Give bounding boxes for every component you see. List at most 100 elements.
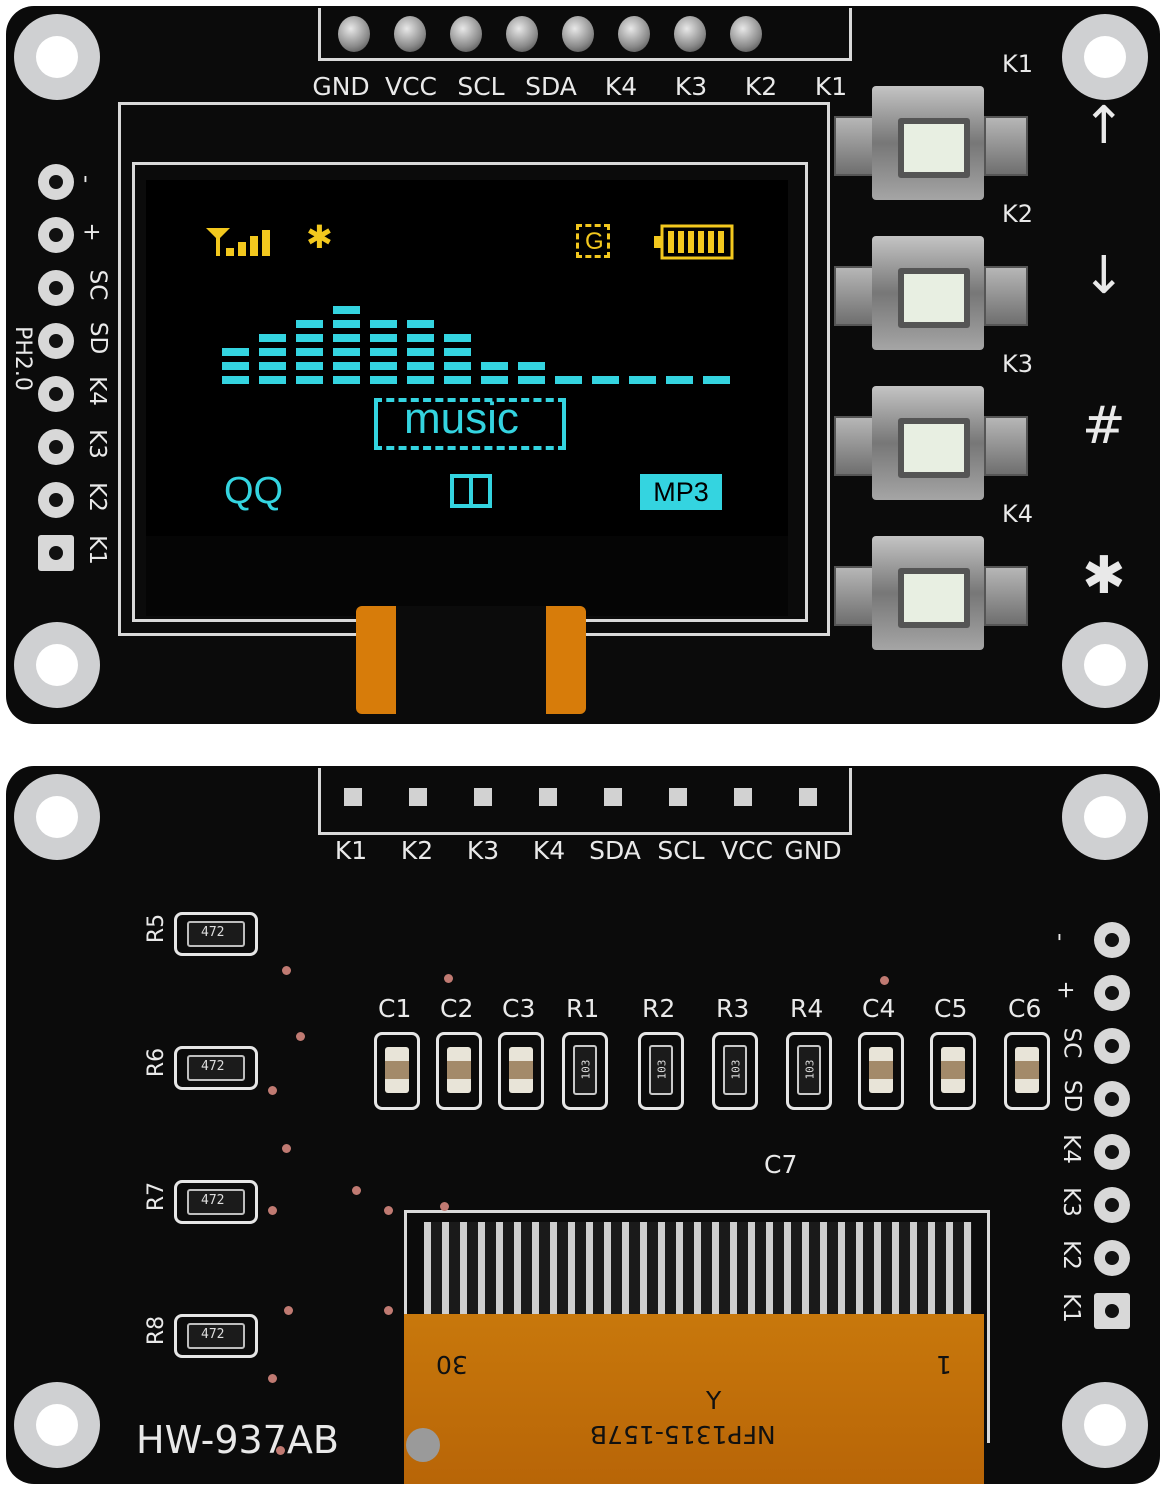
eq-segment [444, 362, 471, 370]
eq-segment [703, 376, 730, 384]
resistor-ref: R7 [144, 1181, 170, 1212]
side-pin-label: + [1052, 980, 1079, 1000]
g-icon-letter: G [585, 228, 604, 255]
music-frame [374, 398, 566, 450]
front-flex-cable [356, 606, 586, 714]
header-pin [494, 6, 550, 62]
button-label: K4 [1002, 500, 1034, 528]
component-r3: 103 [712, 1032, 758, 1110]
push-button-k4[interactable] [834, 536, 1028, 650]
eq-segment [222, 362, 249, 370]
header-pin-label: K4 [532, 836, 566, 865]
eq-segment [259, 334, 286, 342]
component-r2: 103 [638, 1032, 684, 1110]
eq-segment [296, 376, 323, 384]
eq-segment [296, 334, 323, 342]
fpc-mark: Y [706, 1386, 722, 1415]
eq-segment [296, 320, 323, 328]
component-c5 [930, 1032, 976, 1110]
header-pin-label: SCL [657, 836, 705, 865]
side-pin [38, 429, 74, 465]
eq-segment [592, 376, 619, 384]
resistor-r5: 472 [174, 912, 258, 956]
mount-hole-bottom-left [14, 1382, 100, 1468]
side-pin-label: - [73, 174, 100, 184]
header-pin [326, 6, 382, 62]
component-ref: C2 [440, 994, 474, 1023]
front-header-pins [326, 6, 774, 62]
header-pin-label: VCC [384, 72, 437, 101]
eq-segment [333, 376, 360, 384]
push-button-k1[interactable] [834, 86, 1028, 200]
oled-lower-glass [146, 536, 788, 616]
button-label: K3 [1002, 350, 1034, 378]
side-pin [38, 270, 74, 306]
side-pin [1094, 1240, 1130, 1276]
side-pin [38, 482, 74, 518]
button-symbol: ↑ [1082, 96, 1126, 156]
via [268, 1086, 277, 1095]
equalizer-graphic [222, 306, 730, 384]
eq-segment [629, 376, 656, 384]
via [282, 966, 291, 975]
resistor-code: 103 [729, 1059, 743, 1080]
push-button-k3[interactable] [834, 386, 1028, 500]
mount-hole-top-right [1062, 14, 1148, 100]
side-pin [38, 376, 74, 412]
side-pin [1094, 922, 1130, 958]
header-pin-label: K1 [334, 836, 368, 865]
header-pin [662, 6, 718, 62]
resistor-code: 472 [201, 1193, 225, 1208]
header-pin-label: K2 [400, 836, 434, 865]
eq-segment [555, 376, 582, 384]
resistor-ref: R8 [144, 1315, 170, 1346]
component-ref: C1 [378, 994, 412, 1023]
button-cap [898, 268, 970, 328]
bluetooth-icon: ✱ [306, 219, 333, 255]
mp3-badge: MP3 [640, 474, 722, 510]
resistor-code: 472 [201, 1059, 225, 1074]
resistor-code: 103 [579, 1059, 593, 1080]
component-ref: C4 [862, 994, 896, 1023]
eq-segment [370, 362, 397, 370]
header-pin-label: GND [784, 836, 842, 865]
header-pin [382, 6, 438, 62]
side-pin-label: SD [85, 321, 112, 355]
header-pin [550, 6, 606, 62]
header-pad [651, 770, 707, 826]
button-label: K1 [1002, 50, 1034, 78]
button-symbol: ↓ [1082, 246, 1126, 306]
signal-icon [206, 228, 270, 256]
eq-segment [296, 348, 323, 356]
header-pad [326, 770, 382, 826]
header-pin [718, 6, 774, 62]
push-button-k2[interactable] [834, 236, 1028, 350]
resistor-code: 472 [201, 1327, 225, 1342]
eq-segment [407, 362, 434, 370]
button-cap [898, 418, 970, 478]
eq-segment [666, 376, 693, 384]
test-pad [406, 1428, 440, 1462]
component-ref: R4 [790, 994, 824, 1023]
header-pad [716, 770, 772, 826]
eq-segment [444, 348, 471, 356]
component-c4 [858, 1032, 904, 1110]
component-ref: C6 [1008, 994, 1042, 1023]
eq-segment [370, 334, 397, 342]
resistor-ref: R6 [144, 1047, 170, 1078]
resistor-code: 472 [201, 925, 225, 940]
battery-icon [654, 224, 734, 260]
component-ref: R3 [716, 994, 750, 1023]
header-pad [781, 770, 837, 826]
side-pin [38, 217, 74, 253]
header-pin-label: SDA [589, 836, 641, 865]
fpc-pin-1: 1 [936, 1350, 952, 1379]
header-pad [391, 770, 447, 826]
eq-segment [407, 320, 434, 328]
component-r1: 103 [562, 1032, 608, 1110]
mount-hole-top-left [14, 774, 100, 860]
side-pin [1094, 1028, 1130, 1064]
